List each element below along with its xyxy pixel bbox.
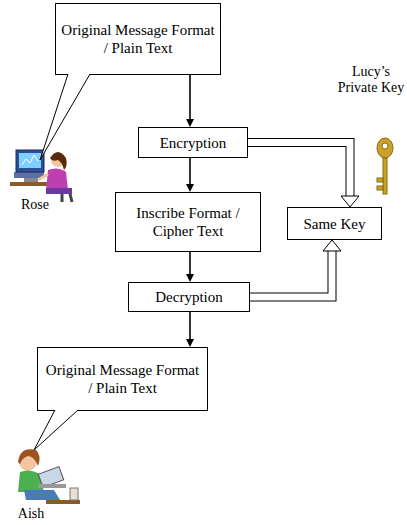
connector-line [189, 158, 191, 184]
box-text: Original Message Format / Plain Text [56, 21, 220, 57]
process-box: Encryption [138, 127, 248, 158]
hollow-arrowhead [323, 240, 341, 251]
key-icon [377, 138, 393, 194]
connector [248, 143, 359, 208]
callout-tail [40, 74, 90, 160]
connector [186, 158, 194, 192]
connector-line [189, 252, 191, 274]
process-box: Decryption [128, 282, 250, 312]
person-name: Rose [10, 197, 60, 213]
callout-tail [34, 410, 78, 450]
callout-box: Original Message Format / Plain Text [37, 347, 208, 411]
hollow-arrowhead [341, 196, 359, 207]
box-text: Decryption [151, 288, 226, 306]
callout-tail [40, 74, 90, 160]
callout-box: Original Message Format / Plain Text [55, 3, 221, 75]
box-text: Same Key [299, 215, 369, 233]
box-text: Inscribe Format / Cipher Text [116, 204, 260, 240]
connector [250, 240, 341, 297]
person-name: Aish [6, 506, 56, 522]
hollow-arrow-outline [250, 251, 332, 297]
connector [186, 312, 194, 347]
connector [186, 252, 194, 282]
arrowhead [186, 184, 194, 192]
rose-figure [10, 150, 72, 202]
hollow-arrow-fill [248, 143, 350, 197]
box-text: Original Message Format / Plain Text [38, 361, 207, 397]
process-box: Inscribe Format / Cipher Text [115, 192, 261, 252]
arrowhead [186, 274, 194, 282]
hollow-arrow-outline [248, 143, 350, 197]
key-label: Lucy’s Private Key [336, 64, 406, 96]
aish-figure [18, 449, 80, 504]
connector [186, 75, 194, 127]
key-box: Same Key [287, 207, 382, 240]
arrowhead [186, 119, 194, 127]
hollow-arrow-fill [250, 251, 332, 297]
arrowhead [186, 339, 194, 347]
connector-line [189, 75, 191, 119]
callout-tail [34, 410, 78, 450]
box-text: Encryption [156, 134, 231, 152]
connector-line [189, 312, 191, 339]
